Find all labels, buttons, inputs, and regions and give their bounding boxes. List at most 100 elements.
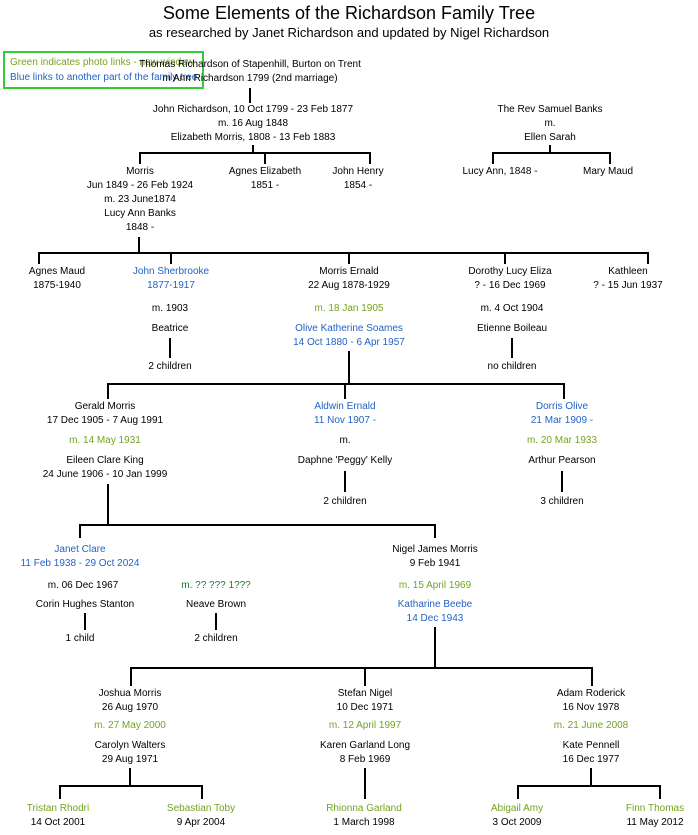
neave-children: 2 children bbox=[194, 632, 237, 646]
abigail-amy-line-2: 3 Oct 2009 bbox=[492, 817, 542, 828]
john-henry-line-1: John Henry bbox=[332, 166, 384, 177]
page-title: Some Elements of the Richardson Family T… bbox=[162, 3, 536, 23]
aldwin-ernald-line-2[interactable]: 11 Nov 1907 - bbox=[313, 415, 377, 426]
janet-clare-line-1[interactable]: Janet Clare bbox=[54, 544, 106, 555]
janet-clare-line-2[interactable]: 11 Feb 1938 - 29 Oct 2024 bbox=[20, 558, 140, 569]
katharine-beebe-line-1[interactable]: Katharine Beebe bbox=[397, 599, 473, 610]
dorris-marriage-line-1[interactable]: m. 20 Mar 1933 bbox=[526, 435, 598, 446]
joshua-marriage: m. 27 May 2000 bbox=[94, 719, 166, 733]
connector-40 bbox=[59, 785, 61, 799]
aldwin-marriage: m. bbox=[339, 434, 350, 448]
gerald-marriage-line-1[interactable]: m. 14 May 1931 bbox=[69, 435, 141, 446]
janet-marriage-2-line-1[interactable]: m. ?? ??? 1??? bbox=[181, 580, 251, 591]
rhionna-garland-line-1[interactable]: Rhionna Garland bbox=[326, 803, 402, 814]
thomas-richardson-line-1: Thomas Richardson of Stapenhill, Burton … bbox=[139, 59, 361, 70]
abigail-amy-line-1[interactable]: Abigail Amy bbox=[490, 803, 544, 814]
connector-20 bbox=[348, 351, 350, 384]
kathleen: Kathleen? - 15 Jun 1937 bbox=[593, 265, 663, 293]
katharine-beebe-line-2[interactable]: 14 Dec 1943 bbox=[406, 613, 464, 624]
tristan-rhodri-line-2: 14 Oct 2001 bbox=[30, 817, 86, 828]
corin-children: 1 child bbox=[66, 632, 95, 646]
agnes-elizabeth-line-1: Agnes Elizabeth bbox=[228, 166, 302, 177]
carolyn-walters: Carolyn Walters 29 Aug 1971 bbox=[95, 739, 166, 767]
nigel-james-morris-line-2: 9 Feb 1941 bbox=[409, 558, 461, 569]
kate-pennell-line-1: Kate Pennell bbox=[562, 740, 620, 751]
connector-31 bbox=[84, 613, 86, 630]
connector-38 bbox=[129, 768, 131, 786]
aldwin-marriage-line-1: m. bbox=[339, 435, 351, 446]
samuel-banks-line-3: Ellen Sarah bbox=[524, 132, 576, 143]
morris-ernald-marriage-line-1[interactable]: m. 18 Jan 1905 bbox=[314, 303, 384, 314]
aldwin-ernald-line-1[interactable]: Aldwin Ernald bbox=[314, 401, 376, 412]
carolyn-walters-line-2: 29 Aug 1971 bbox=[101, 754, 159, 765]
joshua-marriage-line-1[interactable]: m. 27 May 2000 bbox=[94, 720, 166, 731]
john-sherbrooke-line-1[interactable]: John Sherbrooke bbox=[132, 266, 210, 277]
etienne-boileau-line-1: Etienne Boileau bbox=[476, 323, 548, 334]
connector-9 bbox=[492, 152, 494, 164]
tristan-rhodri-line-1[interactable]: Tristan Rhodri bbox=[26, 803, 90, 814]
mary-maud-line-1: Mary Maud bbox=[582, 166, 634, 177]
stefan-marriage-line-1[interactable]: m. 12 April 1997 bbox=[328, 720, 402, 731]
aldwin-children: 2 children bbox=[323, 495, 366, 509]
olive-katherine-soames-line-1[interactable]: Olive Katherine Soames bbox=[295, 323, 403, 334]
legend-blue-note: Blue links to another part of the family… bbox=[10, 72, 198, 83]
corin-hughes-stanton-line-1: Corin Hughes Stanton bbox=[35, 599, 135, 610]
joshua-morris-line-2: 26 Aug 1970 bbox=[101, 702, 159, 713]
connector-33 bbox=[434, 627, 436, 668]
connector-6 bbox=[369, 152, 371, 164]
dorris-marriage: m. 20 Mar 1933 bbox=[527, 434, 597, 448]
legend-green-note: Green indicates photo links - new window bbox=[10, 57, 194, 68]
sebastian-toby-line-1[interactable]: Sebastian Toby bbox=[166, 803, 236, 814]
connector-5 bbox=[264, 152, 266, 164]
connector-36 bbox=[364, 667, 366, 686]
neave-children-line-1: 2 children bbox=[194, 633, 238, 644]
connector-2 bbox=[252, 145, 254, 153]
agnes-maud-line-1: Agnes Maud bbox=[28, 266, 86, 277]
thomas-richardson-line-2: m Ann Richardson 1799 (2nd marriage) bbox=[162, 73, 338, 84]
beatrice-line-1: Beatrice bbox=[151, 323, 189, 334]
connector-34 bbox=[130, 667, 593, 669]
connector-14 bbox=[170, 252, 172, 264]
connector-16 bbox=[504, 252, 506, 264]
adam-marriage: m. 21 June 2008 bbox=[554, 719, 629, 733]
olive-katherine-soames-line-2[interactable]: 14 Oct 1880 - 6 Apr 1957 bbox=[293, 337, 405, 348]
samuel-banks-line-1: The Rev Samuel Banks bbox=[497, 104, 603, 115]
john-sherbrooke-line-2[interactable]: 1877-1917 bbox=[147, 280, 195, 291]
connector-24 bbox=[563, 383, 565, 399]
adam-roderick-line-1: Adam Roderick bbox=[556, 688, 626, 699]
corin-children-line-1: 1 child bbox=[65, 633, 95, 644]
dorris-olive-line-2[interactable]: 21 Mar 1909 - bbox=[530, 415, 594, 426]
nigel-marriage-line-1[interactable]: m. 15 April 1969 bbox=[398, 580, 472, 591]
agnes-maud-line-2: 1875-1940 bbox=[33, 280, 81, 291]
nigel-marriage: m. 15 April 1969 bbox=[399, 579, 471, 593]
john-henry-line-2: 1854 - bbox=[343, 180, 373, 191]
carolyn-walters-line-1: Carolyn Walters bbox=[94, 740, 166, 751]
sherbrooke-children-line-1: 2 children bbox=[148, 361, 192, 372]
adam-marriage-line-1[interactable]: m. 21 June 2008 bbox=[553, 720, 629, 731]
stefan-nigel-line-1: Stefan Nigel bbox=[337, 688, 393, 699]
morris-line-4: Lucy Ann Banks bbox=[104, 208, 176, 219]
connector-21 bbox=[107, 383, 565, 385]
dorris-olive-line-1[interactable]: Dorris Olive bbox=[535, 401, 589, 412]
connector-39 bbox=[59, 785, 203, 787]
dorothy-lucy-eliza-line-2: ? - 16 Dec 1969 bbox=[474, 280, 546, 291]
morris-ernald-line-1: Morris Ernald bbox=[319, 266, 379, 277]
page-subtitle: as researched by Janet Richardson and up… bbox=[148, 25, 550, 40]
aldwin-ernald: Aldwin Ernald 11 Nov 1907 - bbox=[314, 400, 376, 428]
arthur-pearson-line-1: Arthur Pearson bbox=[528, 455, 596, 466]
connector-46 bbox=[659, 785, 661, 799]
daphne-peggy-kelly: Daphne 'Peggy' Kelly bbox=[298, 454, 392, 468]
tristan-rhodri: Tristan Rhodri 14 Oct 2001 bbox=[27, 802, 89, 830]
daphne-peggy-kelly-line-1: Daphne 'Peggy' Kelly bbox=[297, 455, 393, 466]
finn-thomas-line-1[interactable]: Finn Thomas bbox=[625, 803, 685, 814]
connector-22 bbox=[107, 383, 109, 399]
john-richardson-line-1: John Richardson, 10 Oct 1799 - 23 Feb 18… bbox=[152, 104, 354, 115]
